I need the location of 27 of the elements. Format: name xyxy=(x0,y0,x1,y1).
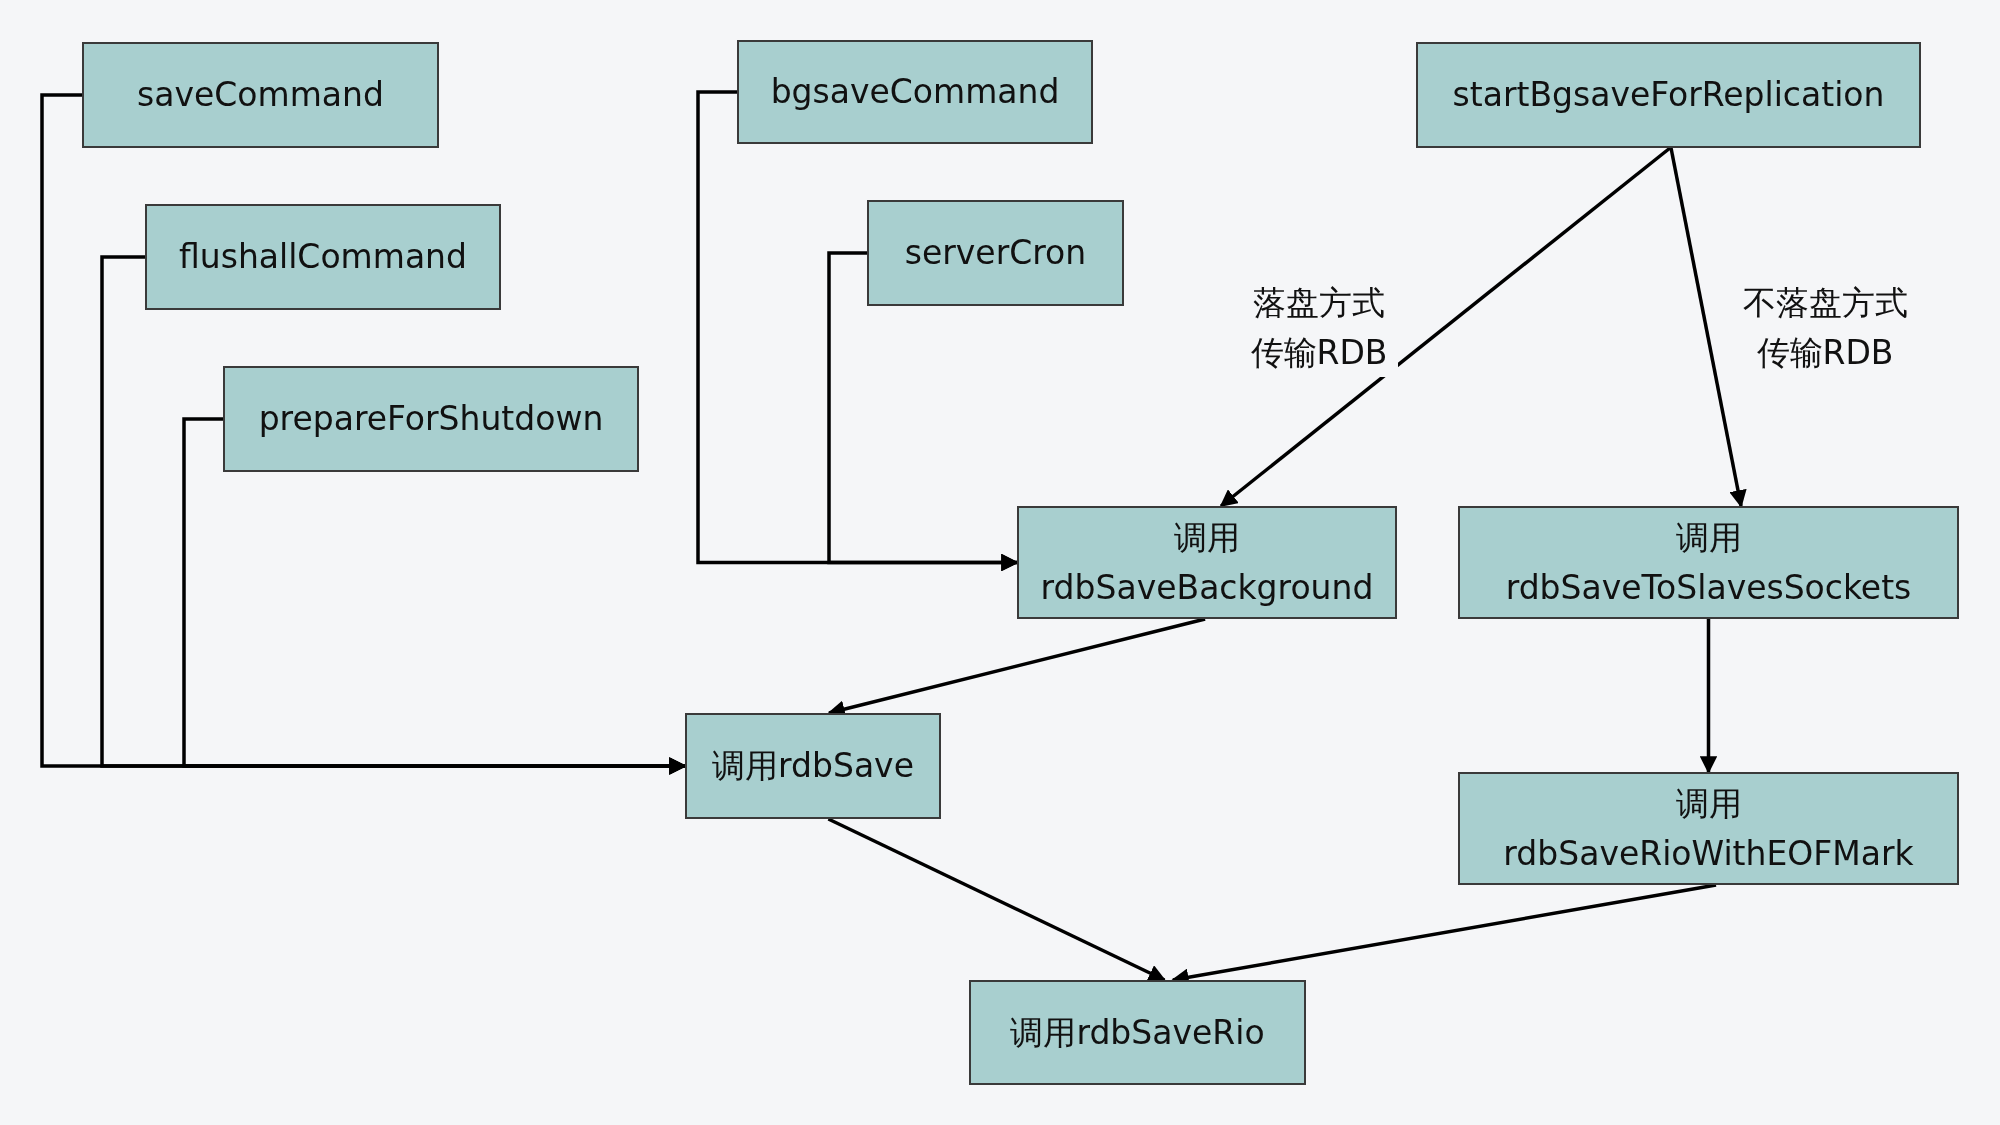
node-label: 调用rdbSave xyxy=(711,745,915,788)
node-label: serverCron xyxy=(903,232,1088,275)
process-box xyxy=(685,713,941,819)
node-label: startBgsaveForReplication xyxy=(1451,74,1886,117)
node-label: 调用rdbSaveRio xyxy=(1009,1011,1266,1054)
process-box xyxy=(867,200,1124,306)
node-label: flushallCommand xyxy=(178,236,468,279)
arrow xyxy=(1669,147,1747,508)
process-box xyxy=(737,40,1093,144)
node-label: bgsaveCommand xyxy=(769,71,1061,114)
process-box xyxy=(1458,506,1959,619)
process-box xyxy=(969,980,1306,1085)
node-label: 调用 rdbSaveBackground xyxy=(1039,517,1375,609)
process-box xyxy=(82,42,439,148)
process-box xyxy=(1458,772,1959,885)
node-label: saveCommand xyxy=(136,74,385,117)
arrow xyxy=(1219,146,1672,508)
node-label: 调用 rdbSaveToSlavesSockets xyxy=(1504,517,1913,609)
process-box xyxy=(1017,506,1397,619)
process-box xyxy=(145,204,501,310)
node-label: prepareForShutdown xyxy=(257,398,605,441)
arrow xyxy=(827,251,1019,572)
arrow xyxy=(827,817,1167,982)
process-box xyxy=(223,366,639,472)
arrow xyxy=(1699,619,1718,774)
node-label: 调用 rdbSaveRioWithEOFMark xyxy=(1502,783,1915,875)
process-box xyxy=(1416,42,1921,148)
